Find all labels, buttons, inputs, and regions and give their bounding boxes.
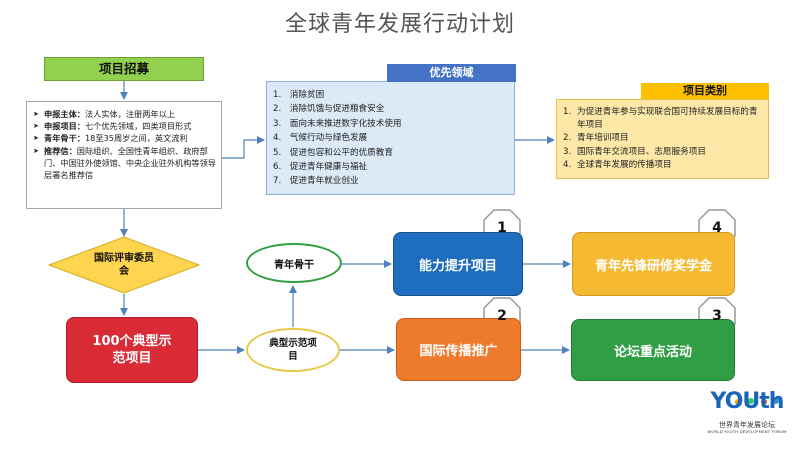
requirement-text: 法人实体，注册两年以上 [84, 109, 176, 119]
priority-header: 优先领域 [387, 64, 516, 82]
communication-label: 国际传播推广 [419, 344, 498, 359]
bullet-arrow-icon: ➤ [33, 122, 39, 131]
committee-diamond [47, 236, 201, 294]
bullet-arrow-icon: ➤ [33, 146, 39, 155]
model-project-label: 典型示范项目 [269, 338, 317, 362]
bullet-arrow-icon: ➤ [33, 134, 39, 143]
category-number: 4. [563, 159, 572, 170]
priority-item: 2. 消除饥饿与促进粮食安全 [273, 104, 385, 115]
forum-logo: YOUth 世界青年发展论坛 WORLD YOUTH DEVELOPMENT F… [697, 389, 797, 434]
forum-label: 论坛重点活动 [613, 344, 692, 360]
requirement-text: 18至35周岁之间，英文流利 [84, 133, 188, 144]
category-text: 为促进青年参与实现联合国可持续发展目标的青年项目 [577, 107, 758, 131]
priority-item: 1. 消除贫困 [273, 90, 325, 100]
badge-4: 4 [712, 220, 722, 236]
communication-node: 国际传播推广 [396, 318, 521, 381]
page-title: 全球青年发展行动计划 [284, 12, 515, 37]
badge-1: 1 [497, 220, 507, 236]
requirement-text: 七个优先领域，四类项目形式 [84, 121, 192, 132]
model-project-node: 典型示范项目 [246, 328, 340, 372]
logo-figures-icon [735, 398, 779, 405]
requirement-label: 申报主体： [44, 109, 85, 119]
requirement-item: ➤ 申报主体：法人实体，注册两年以上 [33, 108, 217, 120]
priority-item: 5. 促进包容和公平的优质教育 [273, 147, 393, 158]
category-header: 项目类别 [641, 83, 769, 99]
badge-3: 3 [712, 308, 722, 324]
category-text: 青年培训项目 [577, 133, 629, 144]
requirements-box: ➤ 申报主体：法人实体，注册两年以上 ➤ 申报项目：七个优先领域，四类项目形式 ➤ 青… [26, 101, 222, 209]
priority-item: 3. 面向未来推进数字化技术使用 [273, 118, 402, 129]
arrow-requirements-to-priority [222, 136, 265, 159]
category-list-box: 1. 为促进青年参与实现联合国可持续发展目标的青年项目 2. 青年培训项目 3. 国际… [556, 99, 769, 179]
requirement-label: 申报项目： [44, 121, 85, 132]
category-number: 1. [563, 107, 572, 117]
typical-100-node: 100个典型示范项目 [66, 317, 198, 383]
category-number: 3. [563, 146, 572, 157]
requirement-text: 国际组织、全国性青年组织、政府部门、中国驻外使领馆、中央企业驻外机构等领导层署名… [44, 145, 216, 181]
priority-item: 4. 气候行动与绿色发展 [273, 133, 368, 144]
category-item: 1. 为促进青年参与实现联合国可持续发展目标的青年项目 [563, 106, 764, 132]
category-item: 4. 全球青年发展的传播项目 [563, 159, 764, 172]
capacity-project-node: 能力提升项目 [393, 232, 523, 296]
priority-item: 7. 促进青年就业创业 [273, 176, 359, 187]
category-item: 3. 国际青年交流项目、志愿服务项目 [563, 146, 764, 159]
requirement-item: ➤ 青年骨干：18至35周岁之间，英文流利 [33, 132, 217, 144]
requirement-label: 推荐信： [44, 145, 77, 156]
logo-wordmark: YOUth [710, 389, 785, 414]
scholarship-node: 青年先锋研修奖学金 [572, 232, 735, 296]
capacity-project-label: 能力提升项目 [418, 258, 497, 274]
youth-backbone-node: 青年骨干 [246, 243, 342, 283]
youth-backbone-label: 青年骨干 [274, 259, 314, 271]
logo-chinese-name: 世界青年发展论坛 [719, 421, 775, 429]
category-number: 2. [563, 133, 572, 144]
requirement-item: ➤ 推荐信：国际组织、全国性青年组织、政府部门、中国驻外使领馆、中央企业驻外机构等… [33, 145, 217, 182]
committee-label: 国际评审委员会 [94, 253, 154, 277]
bullet-arrow-icon: ➤ [33, 110, 39, 118]
badge-2: 2 [497, 308, 507, 324]
logo-english-name: WORLD YOUTH DEVELOPMENT FORUM [707, 429, 787, 434]
committee-node: 国际评审委员会 [84, 250, 164, 280]
priority-item: 6. 促进青年健康与福祉 [273, 162, 368, 173]
requirement-item: ➤ 申报项目：七个优先领域，四类项目形式 [33, 120, 217, 132]
category-text: 全球青年发展的传播项目 [577, 159, 672, 170]
forum-node: 论坛重点活动 [571, 319, 735, 381]
category-text: 国际青年交流项目、志愿服务项目 [577, 146, 706, 157]
category-item: 2. 青年培训项目 [563, 132, 764, 145]
typical-100-label: 100个典型示范项目 [92, 334, 172, 366]
requirement-label: 青年骨干： [44, 133, 85, 144]
priority-list-box: 1. 消除贫困 2. 消除饥饿与促进粮食安全 3. 面向未来推进数字化技术使用 … [266, 81, 515, 195]
recruit-header: 项目招募 [44, 57, 204, 81]
scholarship-label: 青年先锋研修奖学金 [594, 258, 712, 274]
